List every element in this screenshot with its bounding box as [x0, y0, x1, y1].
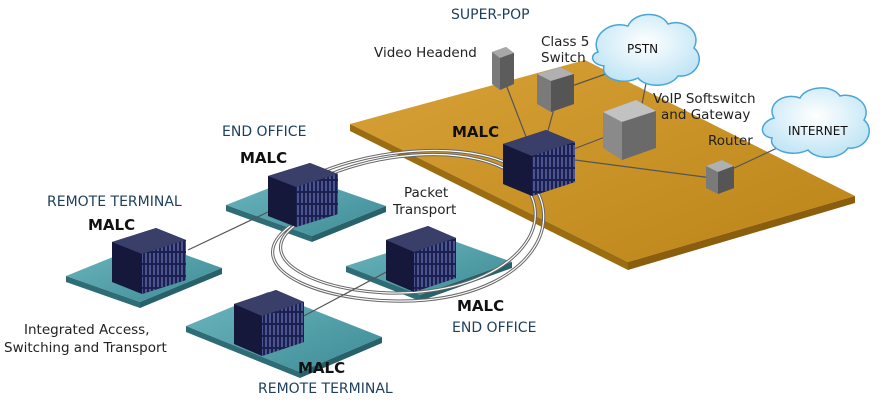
internet-cloud [761, 87, 870, 158]
packet-transport-label-line1: Packet [404, 185, 449, 201]
integrated-access-label-line1: Integrated Access, [24, 322, 150, 338]
malc-end-office-left-label: MALC [240, 149, 288, 167]
end-office-left-title: END OFFICE [222, 124, 307, 140]
pstn-cloud [591, 13, 700, 86]
malc-end-office-right-device [386, 226, 456, 292]
integrated-access-label-line2: Switching and Transport [4, 340, 167, 356]
class5-switch-device [537, 67, 574, 112]
router-label: Router [708, 133, 753, 149]
voip-label-line1: VoIP Softswitch [653, 91, 756, 107]
malc-end-office-left-device [268, 163, 338, 227]
access-links [187, 211, 391, 319]
malc-end-office-right-label: MALC [457, 297, 505, 315]
end-office-right-title: END OFFICE [452, 320, 537, 336]
malc-remote-bottom-label: MALC [298, 359, 346, 377]
class5-switch-label-line1: Class 5 [541, 34, 590, 50]
malc-remote-left-label: MALC [88, 216, 136, 234]
router-device [706, 160, 734, 194]
class5-switch-label-line2: Switch [541, 50, 586, 66]
voip-gateway-device [603, 100, 656, 160]
packet-transport-label-line2: Transport [393, 202, 457, 218]
video-headend-device [492, 47, 514, 90]
super-pop-title: SUPER-POP [451, 7, 530, 23]
remote-terminal-left-title: REMOTE TERMINAL [47, 194, 182, 210]
voip-label-line2: and Gateway [661, 107, 751, 123]
malc-remote-bottom-device [234, 290, 304, 356]
malc-super-pop-label: MALC [452, 123, 500, 141]
pstn-label: PSTN [627, 42, 659, 56]
malc-super-pop-device [503, 130, 575, 196]
malc-remote-left-device [112, 228, 186, 294]
remote-terminal-bottom-title: REMOTE TERMINAL [258, 381, 393, 397]
super-pop-platform [350, 60, 855, 270]
internet-label: INTERNET [788, 124, 848, 138]
video-headend-label: Video Headend [374, 45, 477, 61]
packet-transport-rings [271, 149, 546, 303]
